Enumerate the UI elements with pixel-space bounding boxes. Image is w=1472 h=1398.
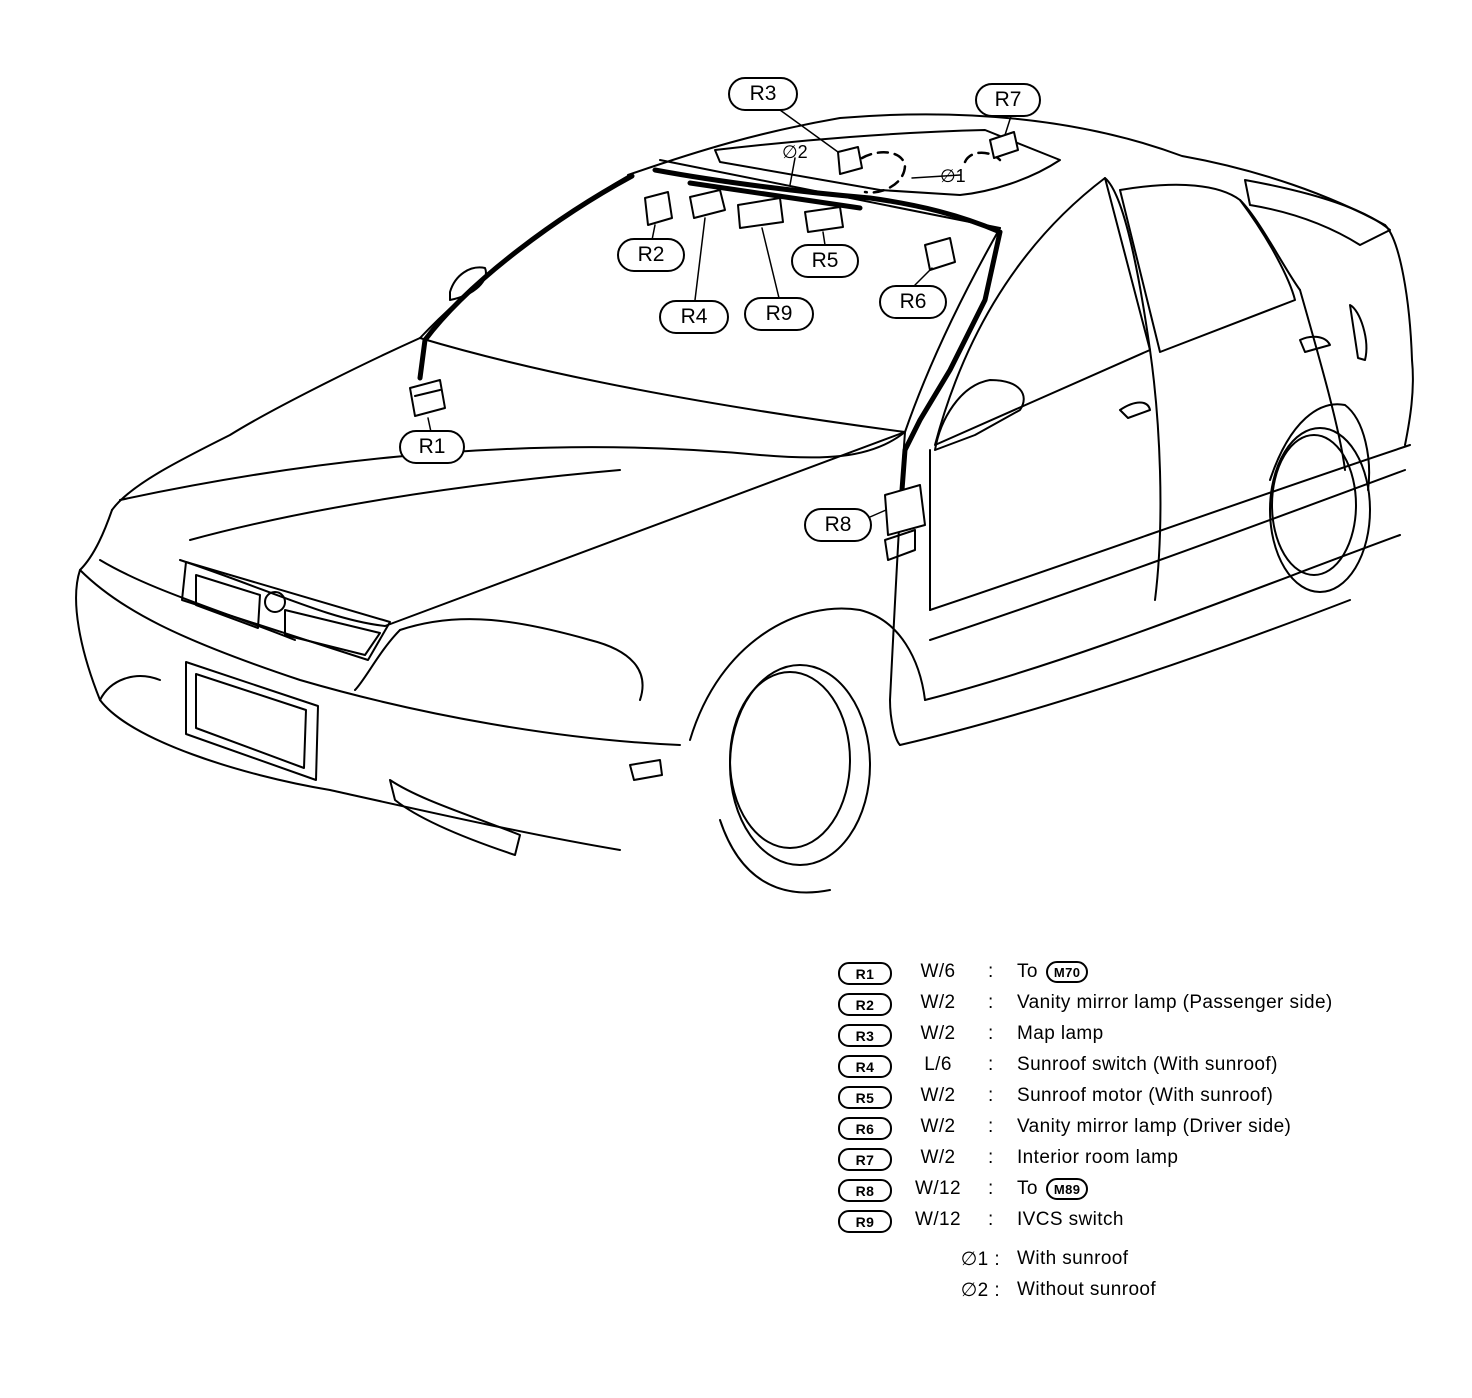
legend-connector-code: W/2: [920, 992, 956, 1013]
legend-connector-code: W/12: [915, 1178, 961, 1199]
r9-connector: [737, 197, 784, 229]
legend-row: R4 L/6: Sunroof switch (With sunroof): [836, 1052, 1436, 1082]
legend-description-text: To: [1017, 961, 1038, 982]
legend-row: R5 W/2: Sunroof motor (With sunroof): [836, 1083, 1436, 1113]
legend-connector-code: L/6: [924, 1054, 952, 1075]
legend-description: Vanity mirror lamp (Driver side): [1017, 1116, 1291, 1138]
legend-connector-code: W/12: [915, 1209, 961, 1230]
legend-note-row: ∅2 : Without sunroof: [836, 1277, 1436, 1307]
legend-row: R2 W/2: Vanity mirror lamp (Passenger side…: [836, 990, 1436, 1020]
legend-row: R3 W/2: Map lamp: [836, 1021, 1436, 1051]
r3-connector: [837, 146, 863, 175]
legend-colon: :: [988, 961, 994, 982]
legend-colon: :: [988, 1116, 994, 1137]
legend-colon: :: [988, 1085, 994, 1106]
legend-description: To M89: [1017, 1178, 1089, 1200]
legend-note-row: ∅1 : With sunroof: [836, 1246, 1436, 1276]
legend-description: Sunroof switch (With sunroof): [1017, 1054, 1278, 1076]
callout-r4: R4: [659, 300, 729, 334]
legend-colon: :: [988, 992, 994, 1013]
legend-note-description: With sunroof: [1017, 1248, 1129, 1269]
legend-connector-code: W/2: [920, 1023, 956, 1044]
legend-reference-badge: M89: [1045, 1178, 1089, 1200]
car-body-outline: [75, 113, 1414, 894]
legend-note-marker: ∅2 :: [960, 1280, 1000, 1301]
legend-connector-badge: R2: [838, 993, 892, 1016]
callout-r5: R5: [791, 244, 859, 278]
legend-connector-badge: R8: [838, 1179, 892, 1202]
legend-description-text: Vanity mirror lamp (Passenger side): [1017, 992, 1333, 1013]
legend-description: Sunroof motor (With sunroof): [1017, 1085, 1273, 1107]
legend-description-text: Sunroof switch (With sunroof): [1017, 1054, 1278, 1075]
legend-row: R7 W/2: Interior room lamp: [836, 1145, 1436, 1175]
legend-note-marker: ∅1 :: [960, 1249, 1000, 1270]
callout-r2: R2: [617, 238, 685, 272]
callout-r6: R6: [879, 285, 947, 319]
star1-marker: ∅1: [940, 166, 966, 186]
r8-connector: [884, 484, 926, 536]
legend-note-description: Without sunroof: [1017, 1279, 1157, 1300]
legend-description: Interior room lamp: [1017, 1147, 1178, 1169]
legend-description-text: Interior room lamp: [1017, 1147, 1179, 1168]
legend-description-text: To: [1017, 1178, 1038, 1199]
legend-colon: :: [988, 1147, 994, 1168]
legend-connector-code: W/2: [920, 1116, 956, 1137]
legend-description-text: Sunroof motor (With sunroof): [1017, 1085, 1274, 1106]
callout-r3: R3: [728, 77, 798, 111]
legend-row: R9 W/12: IVCS switch: [836, 1207, 1436, 1237]
r5-connector: [804, 206, 844, 233]
connectors: [409, 131, 1019, 536]
r1-connector: [409, 379, 446, 417]
callout-r8: R8: [804, 508, 872, 542]
legend-description-text: IVCS switch: [1017, 1209, 1124, 1230]
callout-r9: R9: [744, 297, 814, 331]
wire-harness: [417, 167, 1003, 493]
legend-description: To M70: [1017, 961, 1089, 983]
r6-connector: [924, 237, 956, 271]
sunroof-dashed-route: [848, 151, 1002, 194]
legend-row: R8 W/12: To M89: [836, 1176, 1436, 1206]
star2-marker: ∅2: [782, 142, 808, 162]
legend-row: R1 W/6: To M70: [836, 959, 1436, 989]
legend-description: IVCS switch: [1017, 1209, 1124, 1231]
legend-reference-badge: M70: [1045, 961, 1089, 983]
legend-connector-badge: R4: [838, 1055, 892, 1078]
legend-colon: :: [988, 1178, 994, 1199]
callout-r1: R1: [399, 430, 465, 464]
legend-row: R6 W/2: Vanity mirror lamp (Driver side): [836, 1114, 1436, 1144]
legend-connector-badge: R6: [838, 1117, 892, 1140]
legend-connector-badge: R5: [838, 1086, 892, 1109]
legend-description-text: Vanity mirror lamp (Driver side): [1017, 1116, 1292, 1137]
legend-description: Vanity mirror lamp (Passenger side): [1017, 992, 1333, 1014]
callout-r7: R7: [975, 83, 1041, 117]
legend-connector-badge: R1: [838, 962, 892, 985]
r2-connector: [644, 191, 673, 226]
legend-connector-badge: R7: [838, 1148, 892, 1171]
r7-connector: [989, 131, 1019, 159]
legend-colon: :: [988, 1054, 994, 1075]
legend-connector-badge: R3: [838, 1024, 892, 1047]
legend-connector-code: W/2: [920, 1085, 956, 1106]
r4-connector: [689, 189, 726, 219]
legend-connector-code: W/6: [920, 961, 956, 982]
legend-colon: :: [988, 1023, 994, 1044]
legend-description: Map lamp: [1017, 1023, 1104, 1045]
legend-description-text: Map lamp: [1017, 1023, 1104, 1044]
legend-connector-code: W/2: [920, 1147, 956, 1168]
legend-colon: :: [988, 1209, 994, 1230]
leader-lines: [427, 109, 1013, 518]
legend-connector-badge: R9: [838, 1210, 892, 1233]
